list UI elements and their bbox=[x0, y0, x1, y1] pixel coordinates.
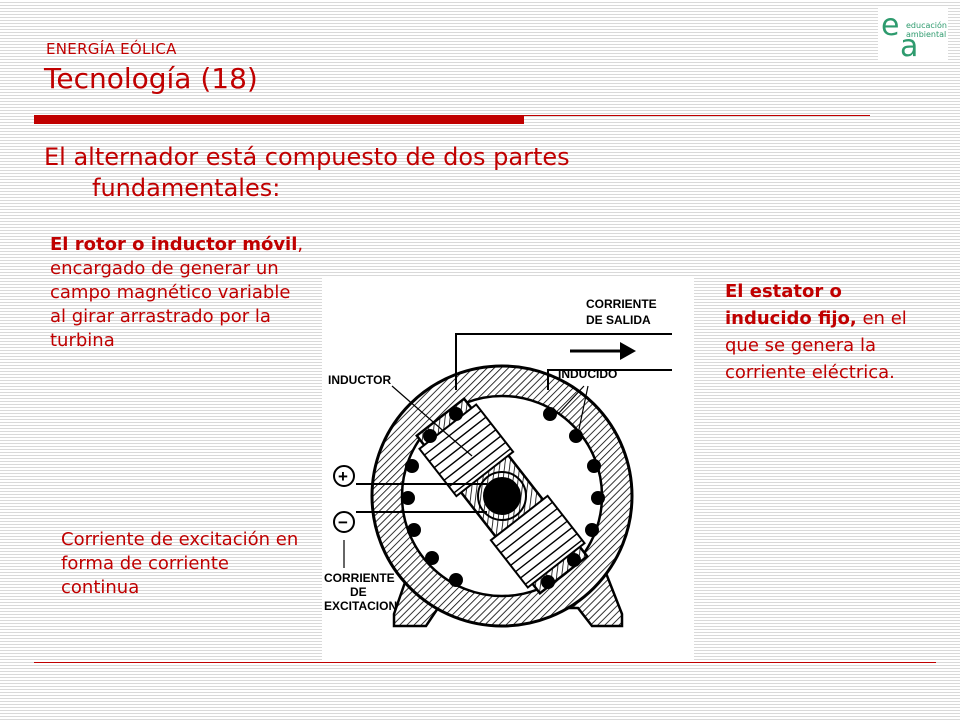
stator-conductors bbox=[401, 407, 605, 589]
label-corriente-excitacion-1: CORRIENTE bbox=[324, 571, 395, 585]
page-title: Tecnología (18) bbox=[44, 62, 258, 95]
logo-text-line1: educación bbox=[906, 20, 947, 30]
excitation-description: Corriente de excitación en forma de corr… bbox=[61, 529, 299, 598]
educacion-ambiental-logo: e a educación ambiental bbox=[878, 8, 948, 64]
slide-heading-line1: El alternador está compuesto de dos part… bbox=[44, 143, 570, 171]
estator-title: El estator o inducido fijo, bbox=[725, 281, 857, 329]
label-corriente-salida-2: DE SALIDA bbox=[586, 313, 651, 327]
estator-description: El estator o inducido fijo, en el que se… bbox=[725, 278, 925, 386]
logo-text-line2: ambiental bbox=[906, 30, 946, 39]
label-inductor: INDUCTOR bbox=[328, 373, 391, 387]
slide-heading: El alternador está compuesto de dos part… bbox=[44, 142, 744, 204]
title-underline-bar bbox=[34, 115, 524, 124]
label-corriente-excitacion-2: DE bbox=[350, 585, 367, 599]
estator-text: en el que se genera la corriente eléctri… bbox=[725, 308, 907, 383]
inducido-leader-2 bbox=[577, 385, 589, 435]
label-corriente-salida-1: CORRIENTE bbox=[586, 297, 657, 311]
plus-sign: + bbox=[338, 467, 348, 486]
minus-terminal bbox=[333, 511, 355, 533]
logo-letter-e: e bbox=[881, 8, 899, 43]
alternator-diagram: + − CORRIENTE DE SALIDA INDUCTOR INDUCID… bbox=[322, 278, 694, 660]
minus-sign: − bbox=[338, 513, 348, 532]
inductor-leader bbox=[391, 385, 473, 457]
slide-heading-line2: fundamentales: bbox=[92, 174, 281, 202]
output-wire-lower bbox=[547, 369, 672, 390]
label-inducido: INDUCIDO bbox=[558, 367, 617, 381]
rotor-shaft bbox=[483, 477, 521, 515]
logo-letter-a: a bbox=[900, 29, 918, 60]
rotor-text: , encargado de generar un campo magnétic… bbox=[50, 234, 304, 351]
section-kicker: ENERGÍA EÓLICA bbox=[46, 40, 177, 58]
label-corriente-excitacion-3: EXCITACION bbox=[324, 599, 397, 613]
inducido-leader-1 bbox=[557, 385, 585, 415]
plus-terminal bbox=[333, 465, 355, 487]
rotor-shaft-ring bbox=[477, 471, 527, 521]
footer-rule bbox=[34, 662, 936, 663]
title-underline-line bbox=[524, 115, 870, 116]
output-arrow-head bbox=[620, 342, 636, 360]
rotor-title: El rotor o inductor móvil bbox=[50, 234, 298, 255]
rotor-description: El rotor o inductor móvil, encargado de … bbox=[50, 233, 312, 353]
rotor-winding-bottom bbox=[489, 494, 586, 589]
output-wire-upper bbox=[455, 333, 672, 390]
